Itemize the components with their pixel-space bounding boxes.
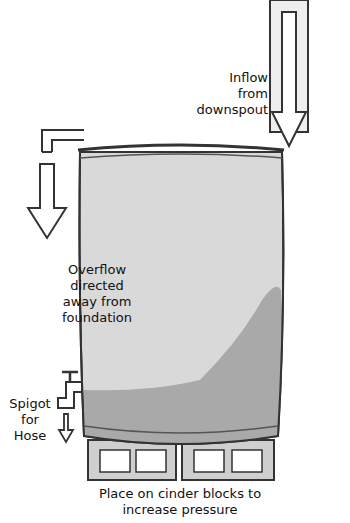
overflow-label: Overflow directed away from foundation [52, 262, 142, 326]
block-hole [136, 450, 166, 472]
inflow-arrow [272, 12, 306, 146]
cinder-block [88, 440, 176, 480]
blocks-label: Place on cinder blocks to increase press… [90, 486, 270, 518]
block-hole [232, 450, 262, 472]
inflow-label: Inflow from downspout [196, 70, 268, 118]
block-hole [194, 450, 224, 472]
overflow-arrow [28, 164, 66, 238]
block-hole [100, 450, 130, 472]
spigot [58, 382, 82, 408]
overflow-pipe [42, 130, 84, 152]
spigot-label: Spigot for Hose [4, 396, 56, 444]
hose-arrow [59, 414, 73, 442]
barrel-hoop [84, 426, 278, 433]
spigot-handle [62, 372, 78, 382]
barrel-rim [78, 145, 284, 150]
cinder-block [182, 440, 274, 480]
